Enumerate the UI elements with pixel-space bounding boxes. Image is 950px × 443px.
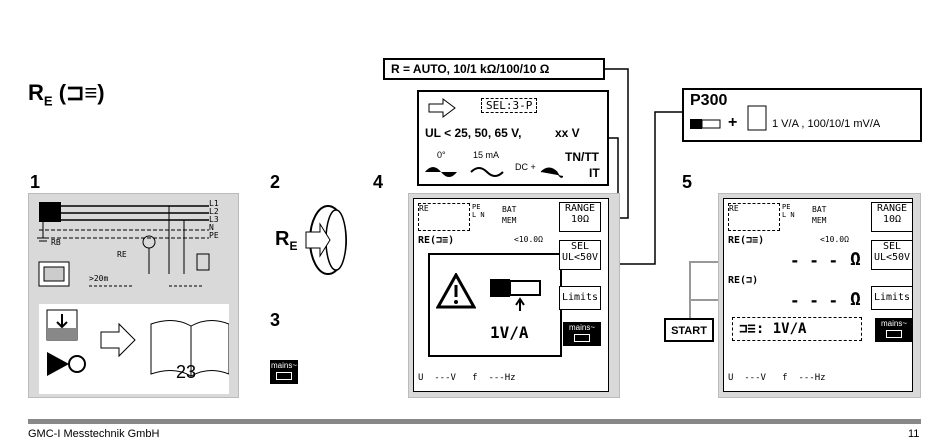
bat-label: BAT — [502, 205, 517, 214]
net-tn-tt: TN/TT — [565, 150, 599, 164]
mem-label: MEM — [812, 216, 827, 225]
step-number-1: 1 — [30, 172, 41, 192]
p300-info-box: P300 + 1 V/A , 100/10/1 mV/A — [682, 88, 922, 142]
result-dashes-1: - - - — [790, 251, 839, 270]
start-button[interactable]: START — [664, 318, 714, 342]
rotary-switch-icon — [305, 205, 347, 275]
phase-angle: 0° — [437, 150, 446, 160]
p300-title: P300 — [690, 92, 728, 109]
dc-label: DC + — [515, 162, 536, 172]
step-number-2: 2 — [270, 172, 281, 192]
warning-panel: 1V/A — [428, 253, 562, 357]
instruction-icons — [46, 309, 230, 377]
plus-sign: + — [728, 114, 738, 131]
measure-mode-2: RE(⊐) — [728, 275, 759, 286]
limits-softkey[interactable]: Limits — [559, 286, 601, 310]
mains-softkey-icon: mains~ — [270, 360, 298, 384]
step-number-3: 3 — [270, 310, 281, 330]
waveform-icons — [425, 167, 563, 178]
range-info-box: R = AUTO, 10/1 kΩ/100/10 Ω — [383, 58, 605, 80]
limits-softkey[interactable]: Limits — [871, 286, 913, 310]
distance-label: >20m — [89, 274, 109, 283]
page-title: RE (⊐≡) — [28, 80, 105, 109]
adapter-icon — [747, 105, 767, 131]
mem-label: MEM — [502, 216, 517, 225]
rb-label: RB — [51, 238, 61, 247]
voltage-frequency: U ---V f ---Hz — [418, 373, 516, 383]
page-number: 11 — [908, 428, 920, 440]
ratio-display: ⊐≡: 1V/A — [732, 317, 862, 341]
clamp-probe-icon — [490, 279, 541, 311]
ratio-value: 1V/A — [490, 323, 529, 342]
mains-softkey[interactable]: mains~ — [875, 318, 913, 342]
result-dashes-2: - - - — [790, 291, 839, 310]
limit-value: <10.0Ω — [514, 235, 543, 244]
net-it: IT — [589, 166, 600, 180]
step-number-5: 5 — [682, 172, 693, 192]
measure-mode-1: RE(⊐≡) — [728, 235, 765, 246]
measure-mode: RE(⊐≡) — [418, 235, 455, 246]
clamp-probe-icon — [690, 119, 721, 129]
step-number-4: 4 — [373, 172, 384, 192]
sel-info-box: SEL:3-P UL < 25, 50, 65 V, xx V 0° 15 mA… — [417, 90, 609, 186]
re-symbol-box: RE — [728, 203, 780, 231]
wiring-diagram — [37, 202, 210, 287]
ohm-unit-2: Ω — [850, 289, 861, 310]
step2-label: RE — [275, 228, 298, 253]
re-label: RE — [117, 250, 127, 259]
p300-ratio: 1 V/A , 100/10/1 mV/A — [772, 118, 881, 130]
mains-softkey[interactable]: mains~ — [563, 322, 601, 346]
bat-label: BAT — [812, 205, 827, 214]
instruction-area: 23 — [39, 304, 230, 394]
warning-icon — [436, 273, 476, 309]
current-value: 15 mA — [473, 150, 500, 160]
sel-label: SEL:3-P — [481, 98, 538, 113]
re-symbol-box: RE — [418, 203, 470, 231]
company-name: GMC-I Messtechnik GmbH — [28, 428, 160, 440]
footer-divider — [28, 419, 921, 424]
ohm-unit-1: Ω — [850, 249, 861, 270]
custom-voltage: xx V — [555, 126, 580, 140]
ul-values: UL < 25, 50, 65 V, — [425, 126, 522, 140]
probe-symbol: (⊐≡) — [58, 80, 105, 105]
arrow-icon — [428, 98, 456, 118]
manual-page-number: 23 — [176, 362, 197, 382]
limit-value: <10.0Ω — [820, 235, 849, 244]
voltage-frequency: U ---V f ---Hz — [728, 373, 826, 383]
